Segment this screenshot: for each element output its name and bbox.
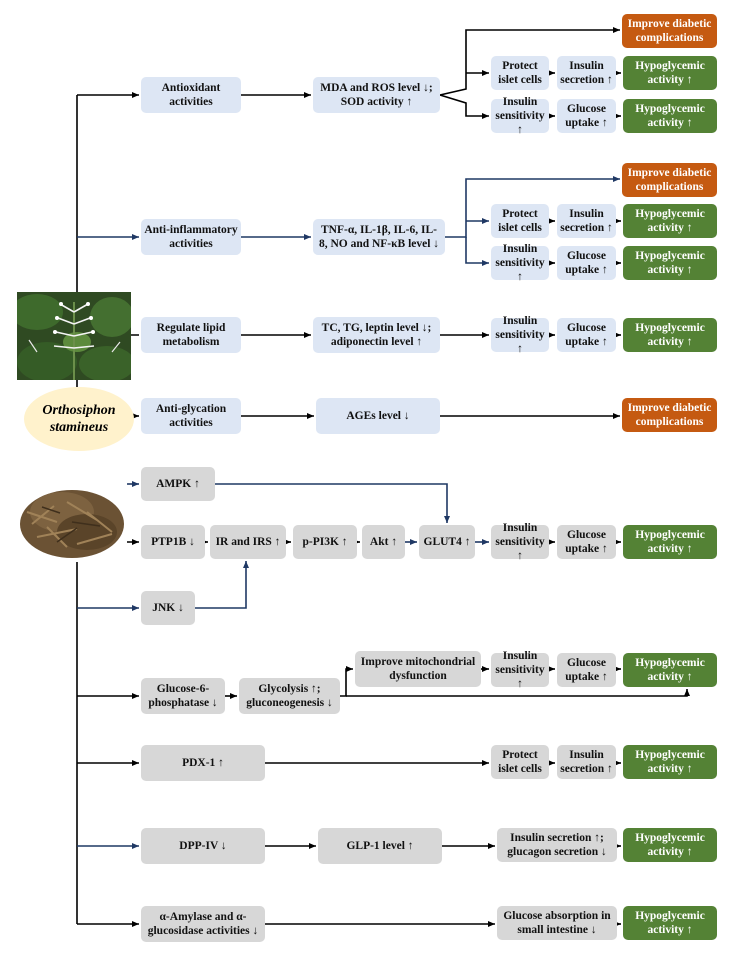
insulin-secretion-box-2: Insulin secretion ↑ [557,204,616,238]
ampk-box: AMPK ↑ [141,467,215,501]
insulin-secretion-box-1: Insulin secretion ↑ [557,56,616,90]
dried-herb-photo [17,472,127,562]
insulin-glucagon-box: Insulin secretion ↑; glucagon secretion … [497,828,617,862]
glucose-absorption-box: Glucose absorption in small intestine ↓ [497,906,617,940]
hypoglycemic-box-8: Hypoglycemic activity ↑ [623,745,717,779]
mito-box: Improve mitochondrial dysfunction [355,651,481,687]
pdx1-box: PDX-1 ↑ [141,745,265,781]
hypoglycemic-box-10: Hypoglycemic activity ↑ [623,906,717,940]
plant-name-ellipse: Orthosiphon stamineus [24,387,134,451]
improve-complications-box-1: Improve diabetic complications [622,14,717,48]
pi3k-box: p-PI3K ↑ [293,525,357,559]
akt-box: Akt ↑ [362,525,405,559]
plant-flower-photo [17,292,131,380]
glp1-box: GLP-1 level ↑ [318,828,442,864]
glut4-box: GLUT4 ↑ [419,525,475,559]
insulin-sensitivity-box-5: Insulin sensitivity ↑ [491,650,549,690]
hypoglycemic-box-2: Hypoglycemic activity ↑ [623,99,717,133]
protect-islet-box-2: Protect islet cells [491,204,549,238]
hypoglycemic-box-9: Hypoglycemic activity ↑ [623,828,717,862]
glucose-uptake-box-5: Glucose uptake ↑ [557,653,616,687]
arrow-glycolysis-mito [340,666,353,697]
anti-glycation-box: Anti-glycation activities [141,398,241,434]
protect-islet-box-1: Protect islet cells [491,56,549,90]
insulin-sensitivity-box-1: Insulin sensitivity ↑ [491,96,549,136]
anti-inflammatory-box: Anti-inflammatory activities [141,219,241,255]
hypoglycemic-box-1: Hypoglycemic activity ↑ [623,56,717,90]
antioxidant-box: Antioxidant activities [141,77,241,113]
improve-complications-box-2: Improve diabetic complications [622,163,717,197]
insulin-sensitivity-box-3: Insulin sensitivity ↑ [491,315,549,355]
g6p-box: Glucose-6- phosphatase ↓ [141,678,225,714]
hypoglycemic-box-5: Hypoglycemic activity ↑ [623,318,717,352]
insulin-secretion-box-3: Insulin secretion ↑ [557,745,616,779]
ir-irs-box: IR and IRS ↑ [210,525,286,559]
hypoglycemic-box-6: Hypoglycemic activity ↑ [623,525,717,559]
ptp1b-box: PTP1B ↓ [141,525,205,559]
lipid-levels-box: TC, TG, leptin level ↓; adiponectin leve… [313,317,440,353]
hypoglycemic-box-7: Hypoglycemic activity ↑ [623,653,717,687]
hypoglycemic-box-4: Hypoglycemic activity ↑ [623,246,717,280]
arrow-ampk-to-glut4 [215,483,450,523]
insulin-sensitivity-box-2: Insulin sensitivity ↑ [491,243,549,283]
ages-box: AGEs level ↓ [316,398,440,434]
glucose-uptake-box-4: Glucose uptake ↑ [557,525,616,559]
plant-name: Orthosiphon stamineus [42,403,116,435]
amylase-box: α-Amylase and α- glucosidase activities … [141,906,265,942]
arrow-glycolysis-hypo [346,689,690,697]
glycolysis-box: Glycolysis ↑; gluconeogenesis ↓ [239,678,340,714]
jnk-box: JNK ↓ [141,591,195,625]
hypoglycemic-box-3: Hypoglycemic activity ↑ [623,204,717,238]
branch-mda-1 [439,27,620,96]
branch-cyto-3 [465,237,489,266]
insulin-sensitivity-box-4: Insulin sensitivity ↑ [491,522,549,562]
glucose-uptake-box-1: Glucose uptake ↑ [557,99,616,133]
branch-mda-3 [439,94,489,119]
improve-complications-box-3: Improve diabetic complications [622,398,717,432]
cytokines-box: TNF-α, IL-1β, IL-6, IL- 8, NO and NF-κB … [313,219,445,255]
mda-ros-box: MDA and ROS level ↓; SOD activity ↑ [313,77,440,113]
protect-islet-box-3: Protect islet cells [491,745,549,779]
branch-cyto-1 [445,176,620,238]
glucose-uptake-box-2: Glucose uptake ↑ [557,246,616,280]
regulate-lipid-box: Regulate lipid metabolism [141,317,241,353]
dpp4-box: DPP-IV ↓ [141,828,265,864]
glucose-uptake-box-3: Glucose uptake ↑ [557,318,616,352]
arrow-jnk-to-ir [195,561,249,609]
